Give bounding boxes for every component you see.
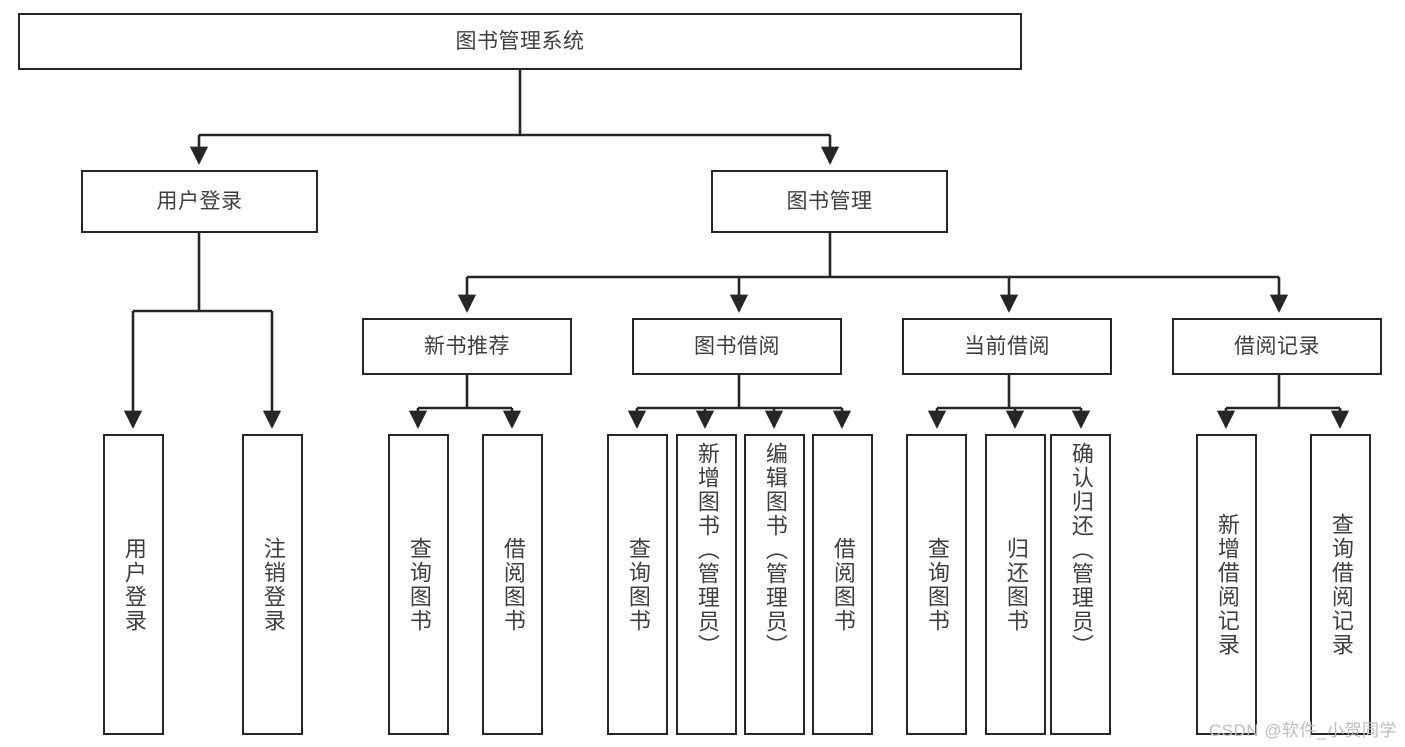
node-label: 用户登录 — [121, 536, 147, 633]
node-label: 查询图书 — [406, 536, 432, 633]
node-leaf-confirm-return-admin[interactable]: 确认归还（管理员） — [1050, 434, 1111, 735]
node-leaf-borrow-book[interactable]: 借阅图书 — [812, 434, 873, 735]
node-label: 当前借阅 — [964, 334, 1050, 358]
node-label: 图书借阅 — [694, 334, 780, 358]
node-label: 编辑图书（管理员） — [762, 442, 788, 658]
node-label: 借阅记录 — [1234, 334, 1320, 358]
node-label: 图书管理 — [786, 189, 873, 213]
node-leaf-query-book-new[interactable]: 查询图书 — [388, 434, 449, 735]
node-book-management[interactable]: 图书管理 — [711, 170, 948, 233]
node-label: 确认归还（管理员） — [1068, 442, 1094, 658]
node-leaf-return-book[interactable]: 归还图书 — [985, 434, 1046, 735]
node-leaf-borrow-book-new[interactable]: 借阅图书 — [482, 434, 543, 735]
node-label: 归还图书 — [1003, 536, 1029, 633]
node-label: 借阅图书 — [830, 536, 856, 633]
node-leaf-add-book-admin[interactable]: 新增图书（管理员） — [676, 434, 737, 735]
node-label: 新书推荐 — [424, 334, 510, 358]
node-leaf-logout[interactable]: 注销登录 — [242, 434, 303, 735]
node-label: 查询图书 — [924, 536, 950, 633]
node-leaf-edit-book-admin[interactable]: 编辑图书（管理员） — [744, 434, 805, 735]
node-leaf-user-login[interactable]: 用户登录 — [103, 434, 164, 735]
node-root[interactable]: 图书管理系统 — [18, 13, 1022, 70]
node-new-book-recommend[interactable]: 新书推荐 — [362, 318, 572, 375]
node-label: 新增借阅记录 — [1214, 512, 1240, 657]
node-book-borrow[interactable]: 图书借阅 — [632, 318, 842, 375]
node-label: 用户登录 — [156, 189, 243, 213]
node-user-login[interactable]: 用户登录 — [81, 170, 318, 233]
node-label: 查询图书 — [625, 536, 651, 633]
node-leaf-query-borrow-record[interactable]: 查询借阅记录 — [1310, 434, 1371, 735]
node-label: 注销登录 — [260, 536, 286, 633]
node-leaf-query-book-borrow[interactable]: 查询图书 — [607, 434, 668, 735]
node-label: 查询借阅记录 — [1328, 512, 1354, 657]
node-label: 新增图书（管理员） — [694, 442, 720, 658]
node-leaf-query-book-current[interactable]: 查询图书 — [906, 434, 967, 735]
node-label: 借阅图书 — [500, 536, 526, 633]
node-current-borrow[interactable]: 当前借阅 — [902, 318, 1112, 375]
node-label: 图书管理系统 — [455, 29, 585, 53]
node-leaf-add-borrow-record[interactable]: 新增借阅记录 — [1196, 434, 1257, 735]
node-borrow-record[interactable]: 借阅记录 — [1172, 318, 1382, 375]
